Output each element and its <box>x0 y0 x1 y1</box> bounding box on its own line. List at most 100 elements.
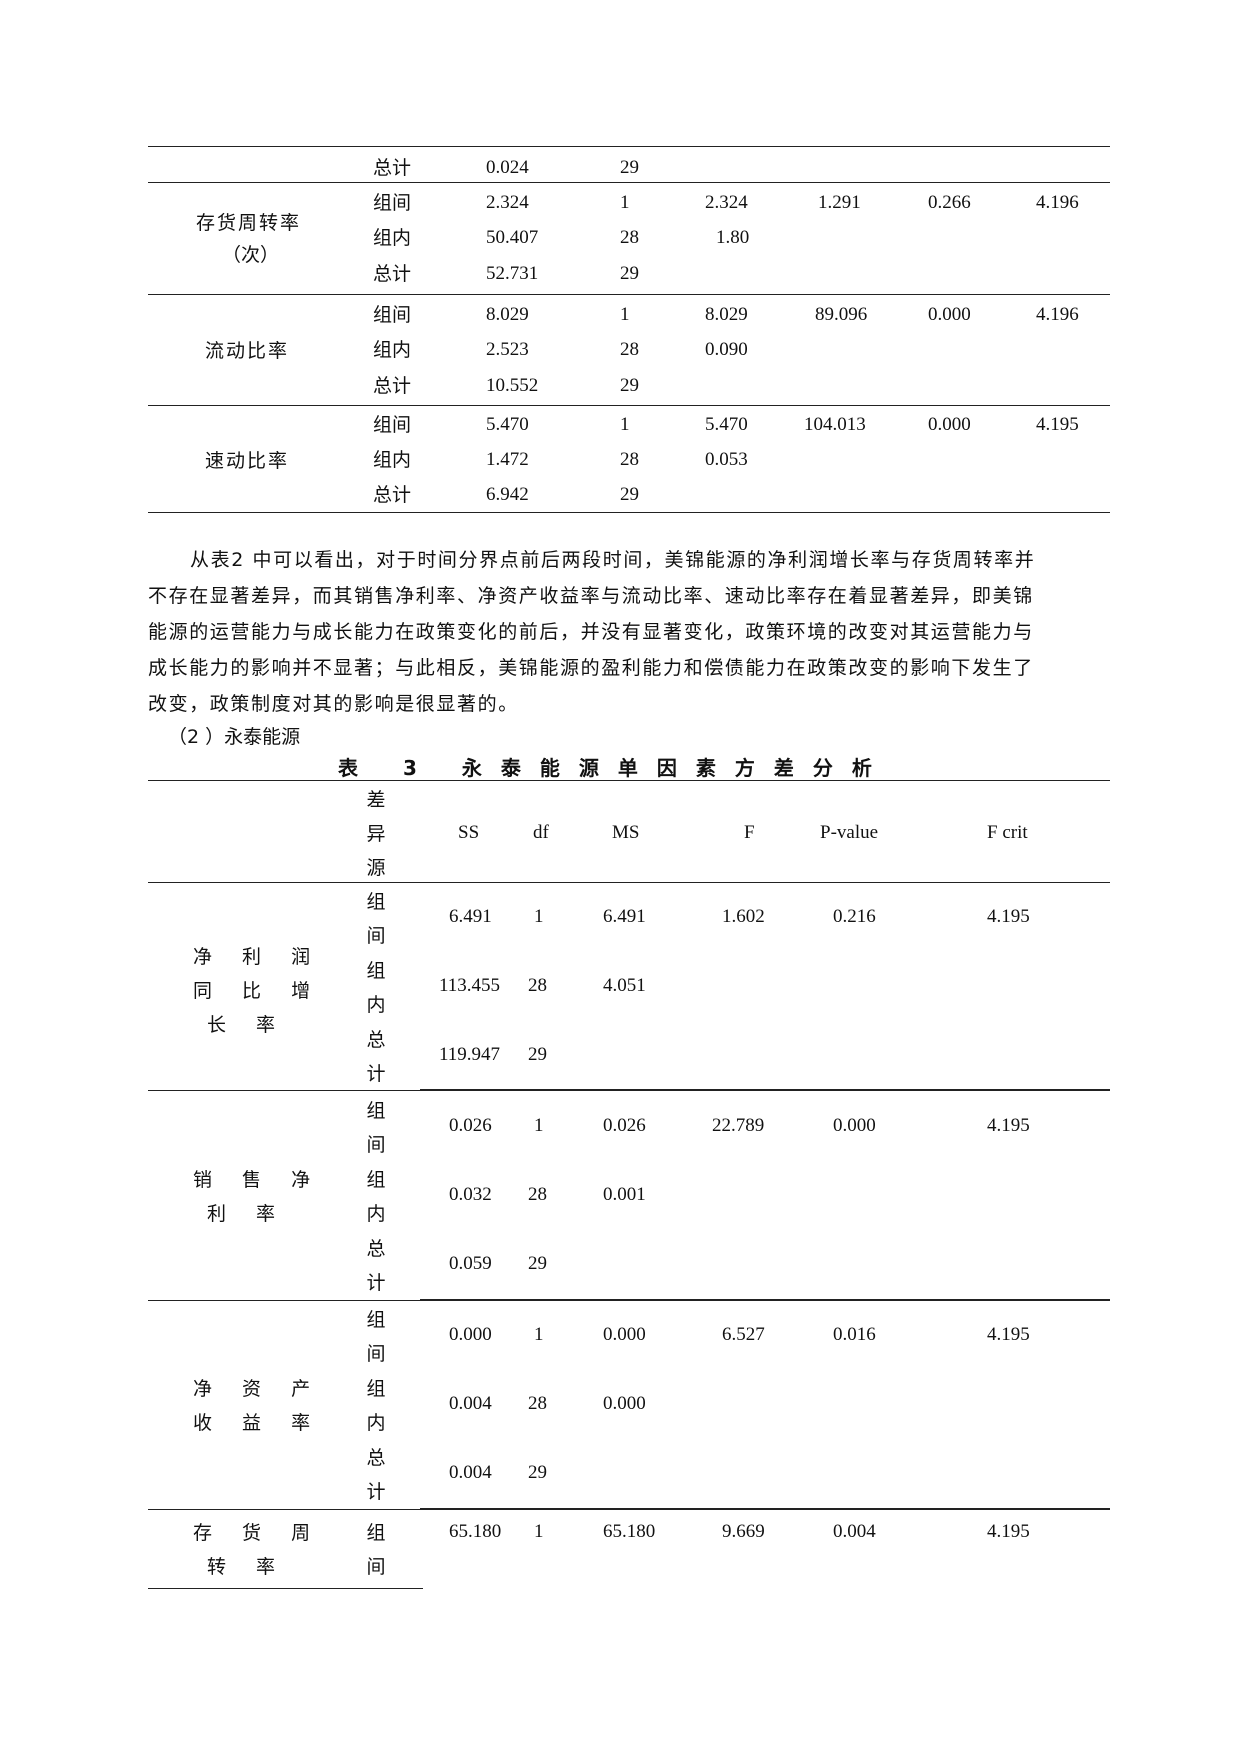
f-crit-cell: 4.195 <box>987 906 1030 927</box>
table-rule <box>148 780 1110 781</box>
source-cell: 总计 <box>373 375 412 397</box>
group-label: 净 资 产 收 益 率 <box>193 1378 323 1434</box>
header-ms: MS <box>612 822 640 843</box>
f-cell: 1.291 <box>818 192 861 213</box>
ss-cell: 0.004 <box>449 1393 492 1414</box>
ss-cell: 65.180 <box>449 1521 502 1542</box>
source-cell: 组内 <box>366 1378 386 1434</box>
table-rule <box>148 146 1110 147</box>
ss-cell: 0.004 <box>449 1462 492 1483</box>
df-cell: 29 <box>528 1253 547 1274</box>
ss-cell: 0.024 <box>486 157 529 178</box>
ss-cell: 8.029 <box>486 304 529 325</box>
header-source: 差 异 源 <box>366 789 386 879</box>
table-rule <box>148 405 1110 406</box>
ss-cell: 2.324 <box>486 192 529 213</box>
df-cell: 1 <box>534 1115 544 1136</box>
group-label-quick-ratio: 速动比率 <box>205 450 290 472</box>
table-rule <box>148 512 1110 513</box>
ss-cell: 0.059 <box>449 1253 492 1274</box>
f-crit-cell: 4.195 <box>987 1521 1030 1542</box>
ss-cell: 0.026 <box>449 1115 492 1136</box>
df-cell: 1 <box>620 304 630 325</box>
f-crit-cell: 4.195 <box>987 1324 1030 1345</box>
group-label: 净 利 润 同 比 增 长 率 <box>193 946 323 1036</box>
ms-cell: 5.470 <box>705 414 748 435</box>
paragraph-line: 改变，政策制度对其的影响是很显著的。 <box>148 693 519 715</box>
ms-cell: 0.000 <box>603 1393 646 1414</box>
source-cell: 组间 <box>366 891 386 947</box>
p-value-cell: 0.004 <box>833 1521 876 1542</box>
table-rule <box>148 1300 420 1301</box>
ms-cell: 1.80 <box>716 227 750 248</box>
df-cell: 1 <box>534 1324 544 1345</box>
source-cell: 组内 <box>366 1169 386 1225</box>
df-cell: 1 <box>620 192 630 213</box>
df-cell: 29 <box>528 1462 547 1483</box>
f-crit-cell: 4.195 <box>1036 414 1079 435</box>
ss-cell: 5.470 <box>486 414 529 435</box>
f-crit-cell: 4.195 <box>987 1115 1030 1136</box>
header-f: F <box>744 822 755 843</box>
source-cell: 组间 <box>373 304 412 326</box>
ss-cell: 6.942 <box>486 484 529 505</box>
f-crit-cell: 4.196 <box>1036 192 1079 213</box>
f-cell: 6.527 <box>722 1324 765 1345</box>
source-cell: 总计 <box>373 484 412 506</box>
source-cell: 组间 <box>366 1522 386 1578</box>
p-value-cell: 0.000 <box>928 304 971 325</box>
table-rule <box>148 1509 420 1510</box>
df-cell: 28 <box>620 227 639 248</box>
header-f-crit: F crit <box>987 822 1028 843</box>
ss-cell: 119.947 <box>439 1044 501 1065</box>
df-cell: 28 <box>528 1184 547 1205</box>
ms-cell: 4.051 <box>603 975 646 996</box>
df-cell: 28 <box>528 975 547 996</box>
f-cell: 22.789 <box>712 1115 765 1136</box>
p-value-cell: 0.000 <box>928 414 971 435</box>
df-cell: 1 <box>620 414 630 435</box>
ms-cell: 0.090 <box>705 339 748 360</box>
source-cell: 组间 <box>373 192 412 214</box>
f-cell: 104.013 <box>804 414 866 435</box>
source-cell: 组间 <box>366 1100 386 1156</box>
ms-cell: 65.180 <box>603 1521 656 1542</box>
f-cell: 9.669 <box>722 1521 765 1542</box>
p-value-cell: 0.000 <box>833 1115 876 1136</box>
ss-cell: 52.731 <box>486 263 539 284</box>
ss-cell: 6.491 <box>449 906 492 927</box>
p-value-cell: 0.266 <box>928 192 971 213</box>
ss-cell: 50.407 <box>486 227 539 248</box>
ss-cell: 0.032 <box>449 1184 492 1205</box>
df-cell: 1 <box>534 906 544 927</box>
source-cell: 组内 <box>373 449 412 471</box>
paragraph-line: 能源的运营能力与成长能力在政策变化的前后，并没有显著变化，政策环境的改变对其运营… <box>148 621 1034 643</box>
ms-cell: 0.000 <box>603 1324 646 1345</box>
table-rule <box>148 1588 423 1589</box>
source-cell: 总计 <box>366 1029 386 1085</box>
table-rule <box>420 1299 1110 1301</box>
source-cell: 组内 <box>373 227 412 249</box>
source-cell: 组间 <box>373 414 412 436</box>
df-cell: 28 <box>528 1393 547 1414</box>
ss-cell: 2.523 <box>486 339 529 360</box>
group-label-current-ratio: 流动比率 <box>205 340 290 362</box>
table-rule <box>148 294 1110 295</box>
section-subheading: （2 ）永泰能源 <box>168 726 301 748</box>
df-cell: 29 <box>528 1044 547 1065</box>
ss-cell: 113.455 <box>439 975 501 996</box>
source-cell: 组间 <box>366 1309 386 1365</box>
paragraph-line: 从表2 中可以看出，对于时间分界点前后两段时间，美锦能源的净利润增长率与存货周转… <box>190 549 1036 571</box>
df-cell: 29 <box>620 263 639 284</box>
df-cell: 1 <box>534 1521 544 1542</box>
ss-cell: 10.552 <box>486 375 539 396</box>
df-cell: 29 <box>620 484 639 505</box>
p-value-cell: 0.016 <box>833 1324 876 1345</box>
group-label: 销 售 净 利 率 <box>193 1169 323 1225</box>
group-label: 存 货 周 转 率 <box>193 1522 323 1578</box>
table-rule <box>148 1090 420 1091</box>
table-rule <box>420 1508 1110 1510</box>
ms-cell: 8.029 <box>705 304 748 325</box>
f-cell: 89.096 <box>815 304 868 325</box>
df-cell: 28 <box>620 449 639 470</box>
